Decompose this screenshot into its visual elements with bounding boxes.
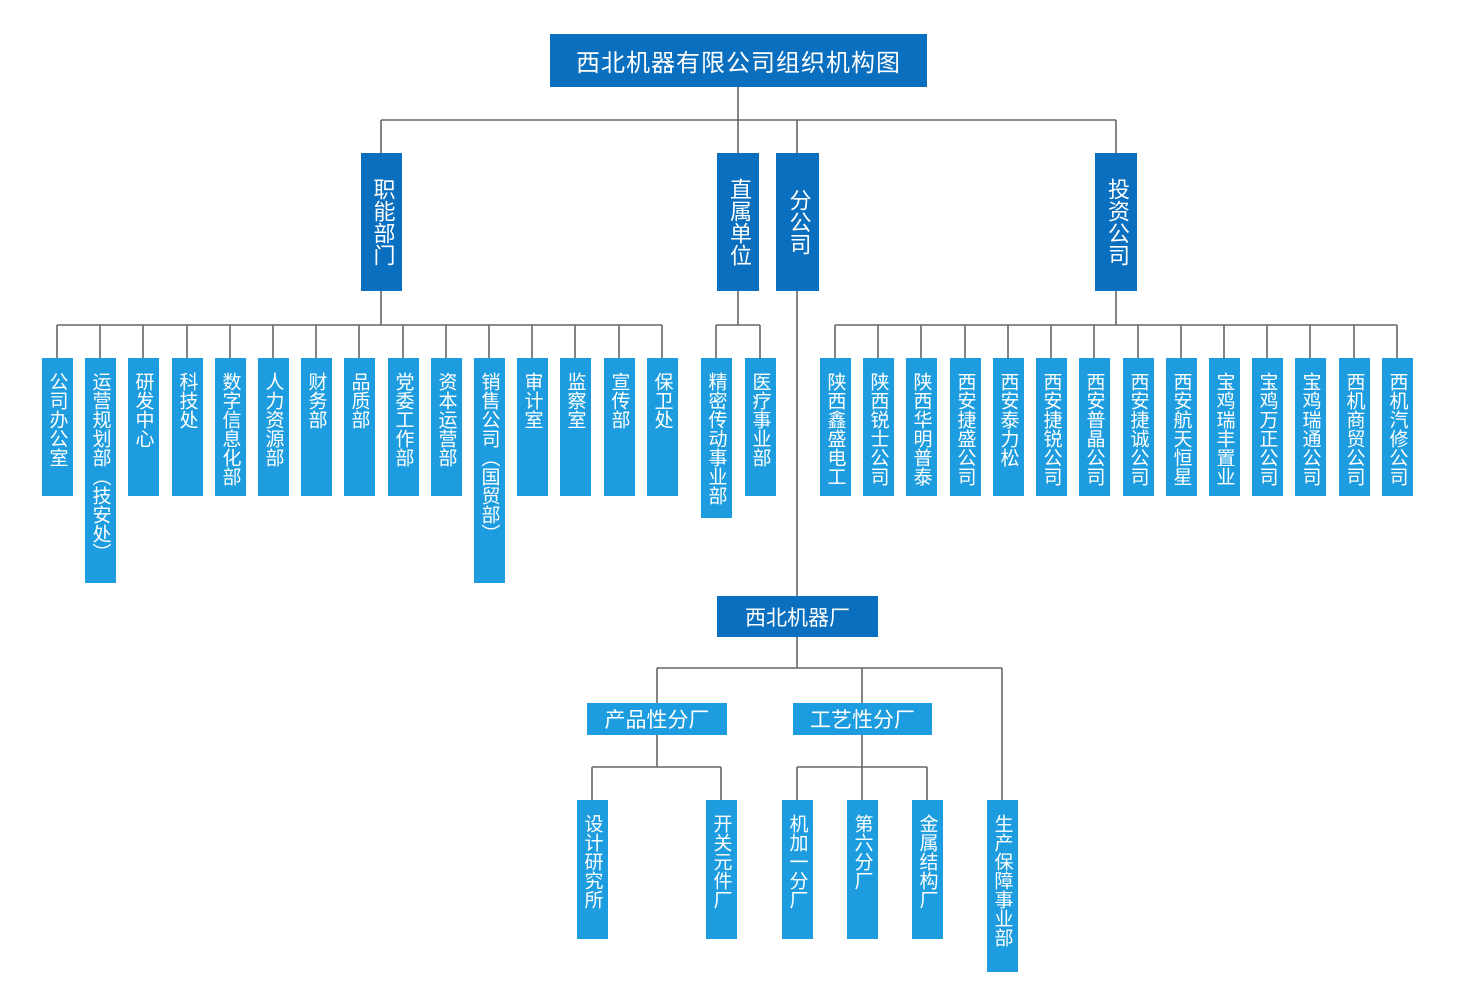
functional-unit: 科技处 [172,358,203,496]
direct-unit: 精密传动事业部 [701,358,732,518]
chart-title: 西北机器有限公司组织机构图 [550,34,927,87]
category-investment: 投资公司 [1095,153,1137,291]
investment-unit: 西安捷盛公司 [950,358,981,496]
process-unit: 第六分厂 [847,800,878,939]
direct-unit: 医疗事业部 [745,358,776,496]
investment-unit: 宝鸡万正公司 [1252,358,1283,496]
functional-unit: 数字信息化部 [215,358,246,496]
investment-unit: 陕西锐士公司 [863,358,894,496]
investment-unit: 宝鸡瑞通公司 [1295,358,1326,496]
functional-unit: 资本运营部 [431,358,462,496]
investment-unit: 西安航天恒星 [1166,358,1197,496]
investment-unit: 西安捷锐公司 [1036,358,1067,496]
functional-unit: 监察室 [560,358,591,496]
investment-unit: 陕西鑫盛电工 [820,358,851,496]
investment-unit: 西安普晶公司 [1079,358,1110,496]
investment-unit: 西机商贸公司 [1339,358,1370,496]
connector [796,767,928,800]
product-unit: 设计研究所 [577,800,608,939]
product-unit: 开关元件厂 [706,800,737,939]
functional-unit: 人力资源部 [258,358,289,496]
process-unit: 金属结构厂 [912,800,943,939]
functional-unit: 销售公司（国贸部） [474,358,505,583]
functional-unit: 品质部 [344,358,375,496]
process-unit: 机加一分厂 [782,800,813,939]
functional-unit: 财务部 [301,358,332,496]
functional-unit: 审计室 [517,358,548,496]
connector [591,767,722,800]
investment-unit: 西机汽修公司 [1382,358,1413,496]
product-branch-box: 产品性分厂 [587,703,727,735]
connector [656,668,1003,800]
investment-unit: 宝鸡瑞丰置业 [1209,358,1240,496]
functional-unit: 运营规划部（技安处） [85,358,116,583]
support-unit: 生产保障事业部 [987,800,1018,972]
connector [834,325,1398,358]
connector [715,325,761,358]
category-functional: 职能部门 [361,153,402,291]
category-branch: 分公司 [776,153,819,291]
category-direct: 直属单位 [717,153,759,291]
functional-unit: 公司办公室 [42,358,73,496]
investment-unit: 陕西华明普泰 [906,358,937,496]
functional-unit: 保卫处 [647,358,678,496]
factory-box: 西北机器厂 [717,596,878,637]
process-branch-box: 工艺性分厂 [793,703,932,735]
functional-unit: 宣传部 [604,358,635,496]
functional-unit: 党委工作部 [388,358,419,496]
investment-unit: 西安泰力松 [993,358,1024,496]
functional-unit: 研发中心 [128,358,159,496]
investment-unit: 西安捷诚公司 [1123,358,1154,496]
connector [56,325,663,358]
